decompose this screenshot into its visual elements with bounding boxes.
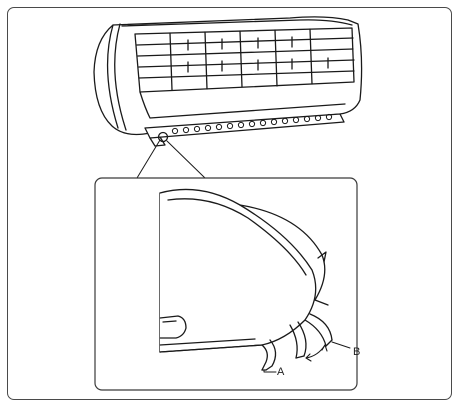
label-b: B (353, 346, 361, 358)
zoom-leader-lines (136, 139, 206, 179)
curved-double-arrow-icon (305, 344, 328, 362)
label-a: A (277, 366, 285, 378)
unit-cross-section-icon (159, 188, 329, 353)
outer-frame (7, 7, 452, 400)
air-conditioner-unit-icon (93, 16, 363, 147)
label-b-leader (331, 341, 351, 349)
label-a-leader (263, 369, 277, 373)
louver-vanes-icon (261, 313, 333, 371)
